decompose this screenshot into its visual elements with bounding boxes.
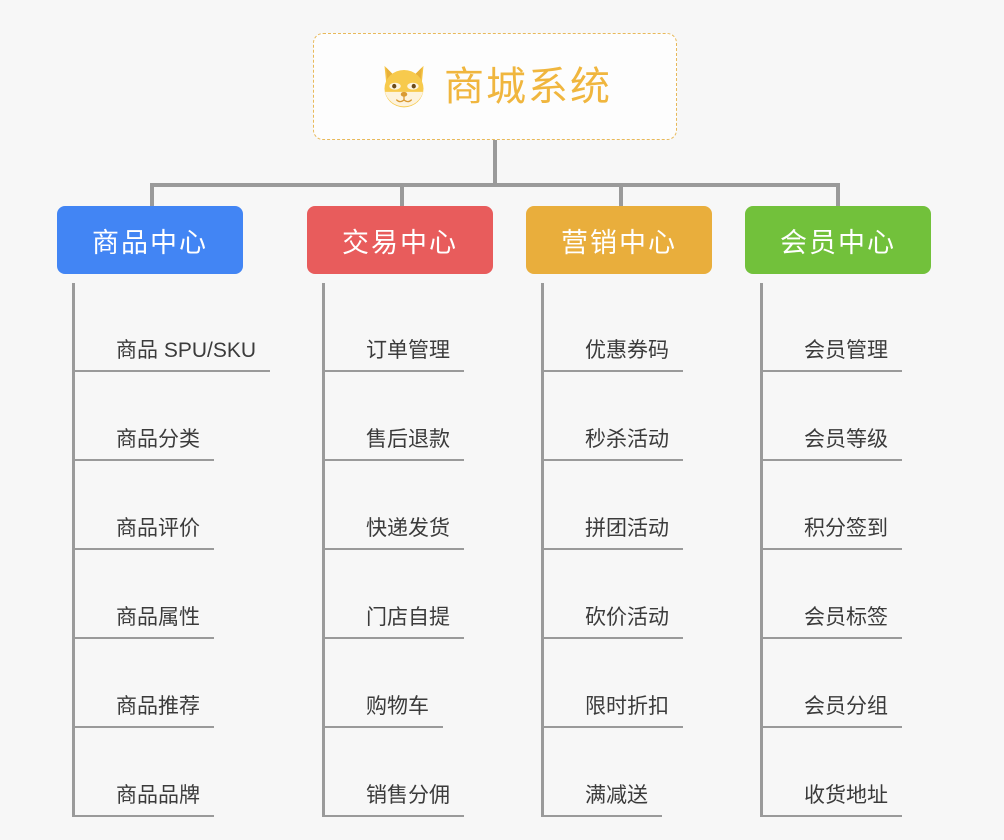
leaf-item-label: 会员标签 [804, 606, 888, 629]
leaf-item-label: 订单管理 [366, 339, 450, 362]
category-label-member-center: 会员中心 [780, 227, 896, 258]
leaf-item-label: 秒杀活动 [585, 428, 669, 451]
leaf-item-label: 满减送 [585, 784, 648, 807]
root-node-mall-system[interactable]: 商城系统 [313, 33, 677, 140]
leaf-item-label: 商品品牌 [116, 784, 200, 807]
leaf-item-underline [72, 815, 214, 817]
column-rail [72, 283, 75, 817]
leaf-item-label: 商品分类 [116, 428, 200, 451]
leaf-item-label: 售后退款 [366, 428, 450, 451]
leaf-item-underline [72, 548, 214, 550]
leaf-item-underline [760, 548, 902, 550]
leaf-item-underline [72, 726, 214, 728]
leaf-item-underline [541, 548, 683, 550]
leaf-item-underline [72, 459, 214, 461]
leaf-item-label: 优惠券码 [585, 339, 669, 362]
column-rail [541, 283, 544, 817]
leaf-item-underline [322, 726, 443, 728]
leaf-item-underline [760, 815, 902, 817]
leaf-item-label: 积分签到 [804, 517, 888, 540]
leaf-item-underline [760, 370, 902, 372]
leaf-item-label: 会员管理 [804, 339, 888, 362]
leaf-item-label: 购物车 [366, 695, 429, 718]
category-box-marketing-center[interactable]: 营销中心 [526, 206, 712, 274]
connector-drop-product-center [150, 183, 154, 208]
connector-drop-trade-center [400, 183, 404, 208]
leaf-item-label: 销售分佣 [366, 784, 450, 807]
leaf-item-underline [322, 548, 464, 550]
leaf-item-label: 商品评价 [116, 517, 200, 540]
leaf-item-label: 商品 SPU/SKU [116, 339, 257, 362]
category-box-member-center[interactable]: 会员中心 [745, 206, 931, 274]
leaf-item-underline [72, 637, 214, 639]
leaf-item-label: 商品推荐 [116, 695, 200, 718]
column-rail [760, 283, 763, 817]
leaf-item-label: 会员等级 [804, 428, 888, 451]
leaf-item-underline [322, 370, 464, 372]
leaf-item-underline [760, 726, 902, 728]
leaf-item-underline [541, 637, 683, 639]
leaf-item-underline [72, 370, 270, 372]
connector-drop-member-center [836, 183, 840, 208]
leaf-item-underline [760, 637, 902, 639]
connector-horizontal-bus [150, 183, 840, 187]
leaf-item-label: 门店自提 [366, 606, 450, 629]
leaf-item-label: 商品属性 [116, 606, 200, 629]
root-node-label: 商城系统 [444, 64, 612, 109]
shiba-inu-dog-face-icon [384, 65, 424, 107]
leaf-item-label: 限时折扣 [585, 695, 669, 718]
leaf-item-label: 砍价活动 [585, 606, 669, 629]
leaf-item-underline [322, 637, 464, 639]
leaf-item-underline [760, 459, 902, 461]
leaf-item-underline [322, 459, 464, 461]
leaf-item-label: 会员分组 [804, 695, 888, 718]
connector-drop-marketing-center [619, 183, 623, 208]
leaf-item-underline [541, 459, 683, 461]
leaf-item-underline [322, 815, 464, 817]
column-rail [322, 283, 325, 817]
leaf-item-label: 拼团活动 [585, 517, 669, 540]
category-label-marketing-center: 营销中心 [561, 227, 677, 258]
leaf-item-label: 快递发货 [366, 517, 450, 540]
category-label-product-center: 商品中心 [92, 227, 208, 258]
leaf-item-underline [541, 726, 683, 728]
leaf-item-underline [541, 815, 662, 817]
category-box-trade-center[interactable]: 交易中心 [307, 206, 493, 274]
leaf-item-label: 收货地址 [804, 784, 888, 807]
leaf-item-underline [541, 370, 683, 372]
category-box-product-center[interactable]: 商品中心 [57, 206, 243, 274]
connector-root-stem [493, 140, 497, 186]
category-label-trade-center: 交易中心 [342, 227, 458, 258]
